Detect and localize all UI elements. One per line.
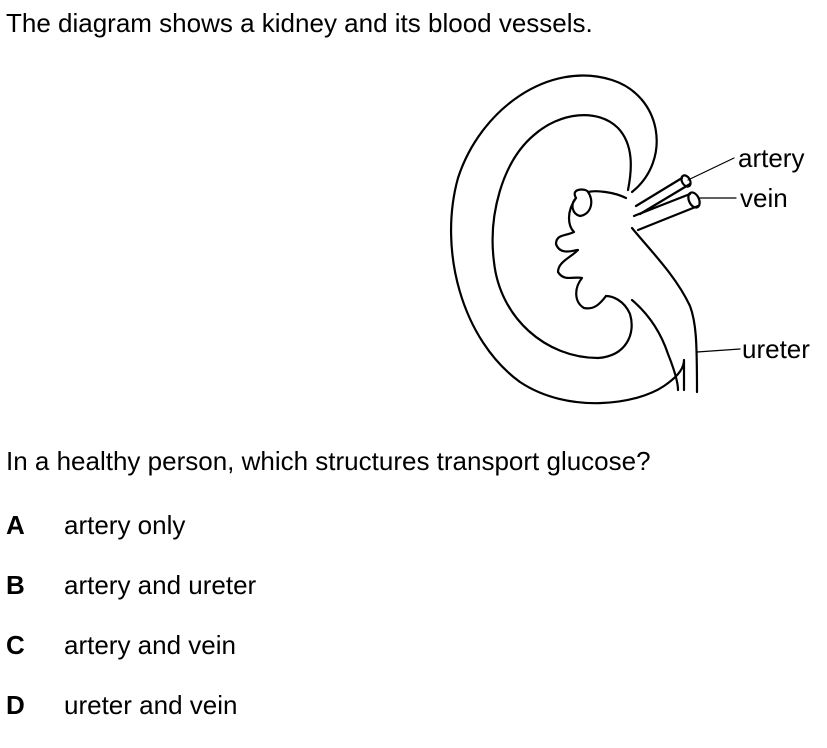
artery-label: artery bbox=[738, 143, 804, 173]
option-b[interactable]: B artery and ureter bbox=[6, 568, 606, 628]
option-text: ureter and vein bbox=[64, 690, 238, 720]
option-a[interactable]: A artery only bbox=[6, 508, 606, 568]
option-letter: B bbox=[6, 570, 25, 600]
question-text: In a healthy person, which structures tr… bbox=[6, 446, 651, 476]
vein-opening bbox=[687, 191, 701, 209]
ureter-outer-line bbox=[630, 226, 699, 394]
vein-label: vein bbox=[740, 183, 788, 213]
artery-opening bbox=[680, 174, 692, 188]
kidney-outer-outline bbox=[449, 74, 686, 405]
option-c[interactable]: C artery and vein bbox=[6, 628, 606, 688]
option-letter: D bbox=[6, 690, 25, 720]
option-d[interactable]: D ureter and vein bbox=[6, 688, 606, 748]
option-text: artery only bbox=[64, 510, 186, 540]
artery-leader-line bbox=[687, 157, 735, 181]
option-text: artery and vein bbox=[64, 630, 236, 660]
option-letter: A bbox=[6, 510, 25, 540]
vein-vessel bbox=[632, 192, 700, 232]
medulla-edge bbox=[554, 188, 628, 310]
answer-options: A artery only B artery and ureter C arte… bbox=[6, 508, 606, 748]
kidney-diagram: artery vein ureter bbox=[449, 74, 810, 405]
artery-vessel bbox=[634, 176, 692, 216]
option-letter: C bbox=[6, 630, 25, 660]
ureter-leader-line bbox=[696, 348, 741, 353]
ureter-label: ureter bbox=[742, 334, 810, 364]
intro-text: The diagram shows a kidney and its blood… bbox=[6, 8, 593, 38]
option-text: artery and ureter bbox=[64, 570, 257, 600]
kidney-inner-outline bbox=[491, 114, 633, 360]
pelvis-lower-line bbox=[630, 298, 680, 392]
